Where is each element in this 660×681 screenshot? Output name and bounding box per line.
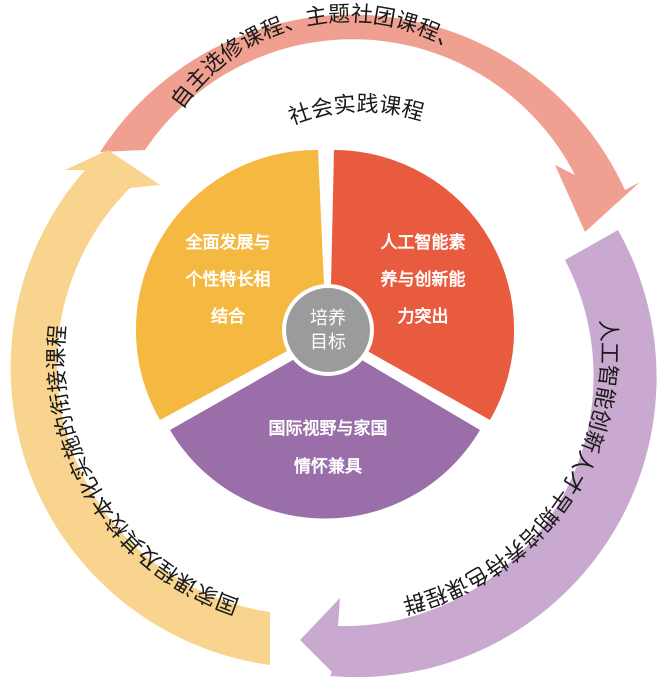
inner-pie [135,149,515,519]
center-circle [282,284,374,376]
outer-arc-national-curriculum [10,150,270,665]
segment-label-tr-2: 养与创新能 [380,269,466,290]
segment-all-round-development [135,149,326,420]
outer-label-top-line-1: 自主选修课程、主题社团课程、 [167,2,465,113]
outer-arc-ai-talent-courses [300,230,657,678]
inner-segment-labels: 全面发展与 个性特长相 结合 人工智能素 养与创新能 力突出 国际视野与家国 情… [185,232,466,477]
segment-label-b-2: 情怀兼具 [294,456,362,477]
segment-label-tl-1: 全面发展与 [185,232,271,253]
segment-label-tr-1: 人工智能素 [381,232,466,253]
center-label-2: 目标 [310,332,346,353]
segment-global-vision-patriotism [170,340,480,519]
segment-label-b-1: 国际视野与家国 [269,418,388,439]
outer-label-top-line-2: 社会实践课程 [286,92,427,130]
segment-label-tl-2: 个性特长相 [185,269,271,290]
segment-ai-literacy-innovation [330,149,515,421]
center-goal: 培养 目标 [282,284,374,376]
segment-label-tl-3: 结合 [211,306,246,327]
outer-arc-self-elective-courses [100,14,640,233]
segment-label-tr-3: 力突出 [398,306,449,327]
center-label-1: 培养 [310,308,346,329]
outer-ring [10,14,657,678]
